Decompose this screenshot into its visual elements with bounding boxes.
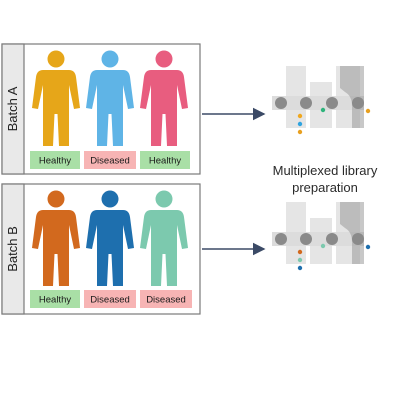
droplet-dot [320,107,326,113]
droplet-dot [297,265,303,271]
person-b2 [86,190,134,286]
chip-well [300,233,312,245]
status-badge-bg [30,151,80,169]
batch-a-label-strip [1,43,25,175]
status-badge-b2: Diseased [84,290,136,308]
person-a1 [32,50,80,146]
droplet-dot [365,108,371,114]
batch-b-panel: Batch B Healthy Diseased Diseased [1,183,201,315]
person-body-icon [86,210,134,286]
batch-a-panel: Batch A Healthy Diseased Healthy [1,43,201,175]
status-badge-bg [30,290,80,308]
status-badge-bg [140,151,190,169]
droplet-dot [297,129,303,135]
microfluidic-chip-b [272,202,371,271]
person-body-icon [32,210,80,286]
person-head [155,190,173,208]
person-a2 [86,50,134,146]
status-text-a3: Healthy [149,156,181,167]
chip-well [275,97,287,109]
caption-line-2: preparation [292,180,358,195]
person-body-icon [140,70,188,146]
person-b1 [32,190,80,286]
status-badge-a1: Healthy [30,151,80,169]
batch-a-label: Batch A [5,86,20,131]
person-head [101,190,119,208]
chip-well [326,97,338,109]
status-text-b3: Diseased [146,295,186,306]
chip-well [352,233,364,245]
status-badge-b3: Diseased [140,290,192,308]
droplet-dot [297,113,303,119]
chip-right-block [340,66,364,128]
batch-b-label: Batch B [5,226,20,272]
person-head [47,190,65,208]
chip-horizontal-band [272,96,364,110]
status-badge-bg [84,290,136,308]
person-head [155,50,173,68]
chip-right-block [340,202,364,264]
status-text-a1: Healthy [39,156,71,167]
status-badge-bg [140,290,192,308]
droplet-dot [297,257,303,263]
status-badge-b1: Healthy [30,290,80,308]
droplet-dot [297,121,303,127]
chip-well [300,97,312,109]
droplet-dot [320,243,326,249]
status-text-a2: Diseased [90,156,130,167]
person-body-icon [86,70,134,146]
caption-line-1: Multiplexed library [273,163,378,178]
status-badge-bg [84,151,136,169]
person-body-icon [32,70,80,146]
microfluidic-chip-a [272,66,371,135]
status-badge-a3: Healthy [140,151,190,169]
person-head [47,50,65,68]
droplet-dot [365,244,371,250]
droplet-dot [297,249,303,255]
status-badge-a2: Diseased [84,151,136,169]
status-text-b2: Diseased [90,295,130,306]
person-head [101,50,119,68]
person-body-icon [140,210,188,286]
chip-well [352,97,364,109]
person-b3 [140,190,188,286]
person-a3 [140,50,188,146]
chip-horizontal-band [272,232,364,246]
chip-well [326,233,338,245]
batch-b-label-strip [1,183,25,315]
status-text-b1: Healthy [39,295,71,306]
chip-well [275,233,287,245]
